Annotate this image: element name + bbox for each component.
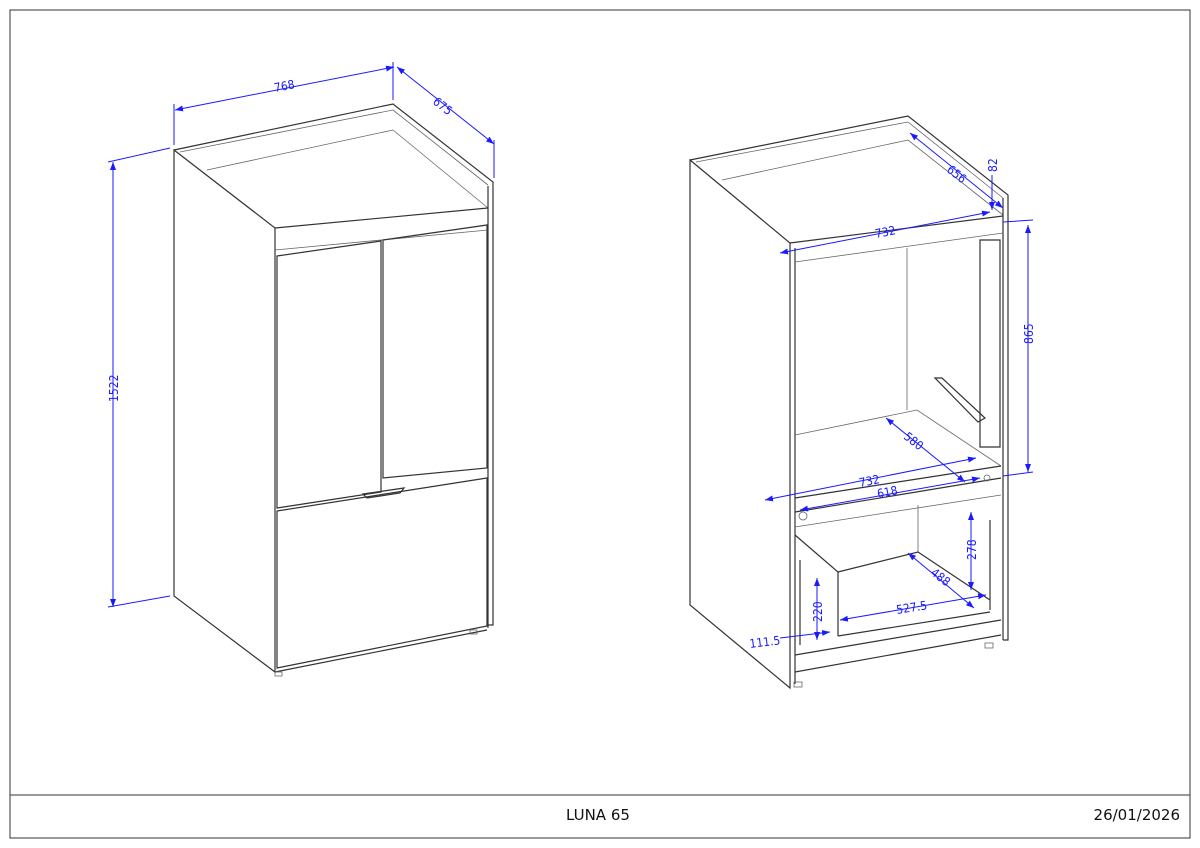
dimension-drawer-offset: 111.5 — [749, 633, 781, 651]
cabinet-closed-view — [173, 103, 494, 677]
drawing-date: 26/01/2026 — [1093, 806, 1180, 824]
dimension-depth: 675 — [430, 94, 455, 118]
cabinet-open-view — [689, 115, 1009, 690]
dimension-drawer-front-height: 220 — [811, 601, 825, 622]
dimension-top-offset: 82 — [986, 158, 1000, 172]
dimension-shelf-inner-width: 618 — [876, 483, 899, 501]
drawing-frame — [9, 9, 1191, 839]
dimension-shelf-width: 732 — [858, 472, 881, 490]
drawing-title: LUNA 65 — [566, 806, 630, 824]
dimension-drawer-depth: 488 — [928, 565, 953, 589]
dimension-drawer-height: 278 — [965, 539, 979, 560]
dimension-drawer-width: 527.5 — [895, 598, 928, 617]
open-view-dimensions: 656 82 732 865 580 732 618 278 488 527.5… — [749, 132, 1036, 651]
dimension-width: 768 — [273, 77, 296, 95]
dimension-inner-width-top: 732 — [874, 223, 897, 241]
dimension-upper-height: 865 — [1022, 323, 1036, 344]
closed-view-dimensions: 768 675 1522 — [107, 62, 495, 608]
dimension-height: 1522 — [107, 375, 121, 402]
dimension-inner-depth-top: 656 — [944, 162, 969, 186]
